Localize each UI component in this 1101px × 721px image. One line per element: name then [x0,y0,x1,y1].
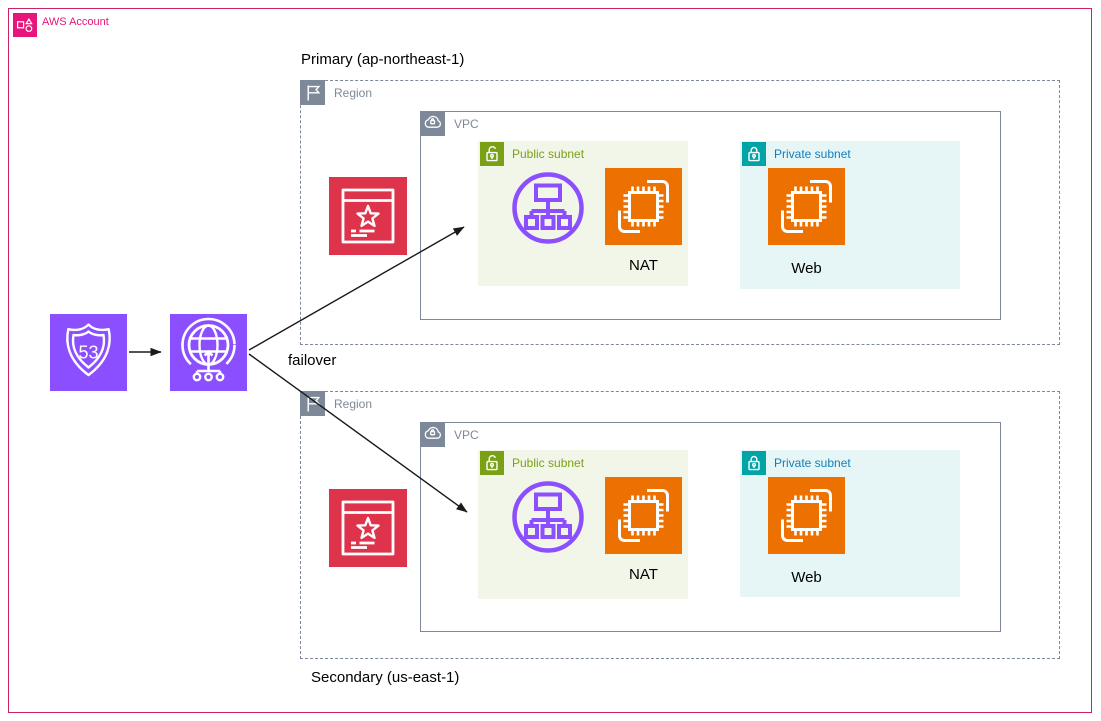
region-icon [300,80,325,105]
web-instance-label: Web [791,569,822,586]
route53-icon: 53 [50,314,127,391]
private-subnet-label: Private subnet [774,147,851,161]
public-subnet-label: Public subnet [512,147,585,161]
secondary-region-title: Secondary (us-east-1) [311,669,460,686]
private-subnet-secondary: Private subnet Web [740,450,960,597]
ec2-instance-icon [605,477,682,554]
aws-account-icon [13,13,37,37]
region-label: Region [334,86,373,100]
vpc-icon [420,422,445,447]
private-subnet-label: Private subnet [774,456,851,470]
region-primary: Region [300,80,1060,345]
web-instance-label: Web [791,260,822,277]
public-subnet-icon [480,142,504,166]
private-subnet-icon [742,451,766,475]
route53-shield-number: 53 [78,343,98,363]
dns-globe-icon [170,314,247,391]
vpc-label: VPC [454,117,479,131]
nat-instance-label: NAT [629,257,658,274]
nat-instance-label: NAT [629,566,658,583]
region-icon [300,391,325,416]
private-subnet-primary: Private subnet Web [740,141,960,289]
public-subnet-label: Public subnet [512,456,585,470]
vpc-label: VPC [454,428,479,442]
region-label: Region [334,397,373,411]
ec2-instance-icon [605,168,682,245]
public-subnet-primary: Public subnet NAT [478,141,688,286]
network-node-icon [512,172,584,244]
public-subnet-icon [480,451,504,475]
aws-account-label: AWS Account [42,16,109,28]
ec2-instance-icon [768,168,845,245]
vpc-icon [420,111,445,136]
private-subnet-icon [742,142,766,166]
failover-label: failover [288,352,337,369]
network-node-icon [512,481,584,553]
ec2-instance-icon [768,477,845,554]
primary-region-title: Primary (ap-northeast-1) [301,51,465,68]
public-subnet-secondary: Public subnet NAT [478,450,688,599]
aws-account-boundary [8,8,1092,713]
